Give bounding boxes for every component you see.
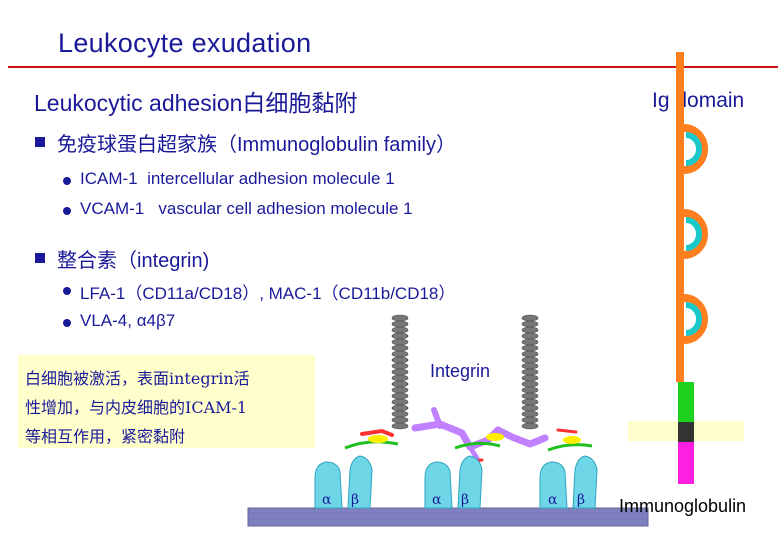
note-line: 等相互作用，紧密黏附 xyxy=(25,427,186,446)
ig-junction-segment xyxy=(678,422,694,442)
section-bullet-icon xyxy=(35,137,45,147)
immunoglobulin-label: Immunoglobulin xyxy=(619,496,747,516)
section-heading-integrin: 整合素（integrin) xyxy=(57,250,210,272)
integrin-dimer-icon xyxy=(539,455,598,509)
ig-cytoplasmic-segment xyxy=(678,442,694,484)
item-desc: vascular cell adhesion molecule 1 xyxy=(158,199,413,218)
ig-domain-loop-icon xyxy=(683,209,708,259)
item-bullet-icon xyxy=(63,319,71,327)
item-bullet-icon xyxy=(63,177,71,185)
note-text: 白细胞被激活，表面integrin活 性增加，与内皮细胞的ICAM-1 等相互作… xyxy=(25,364,250,451)
ig-transmembrane-segment xyxy=(678,382,694,422)
item-row-icam: ICAM-1 intercellular adhesion molecule 1 xyxy=(80,169,395,189)
alpha-subunit-label: α xyxy=(432,492,442,508)
helix-stalk-icon xyxy=(521,314,539,430)
helix-stalk-icon xyxy=(391,314,409,430)
item-bullet-icon xyxy=(63,207,71,215)
item-row-vla: VLA-4, α4β7 xyxy=(80,311,176,330)
integrin-dimer-icon xyxy=(424,455,483,509)
item-name: VCAM-1 xyxy=(80,199,145,218)
section-bullet-icon xyxy=(35,253,45,263)
note-line: 性增加，与内皮细胞的ICAM-1 xyxy=(25,398,248,417)
ig-domain-loop-icon xyxy=(683,124,708,174)
ligand-binding-icon xyxy=(344,407,593,464)
slide-title: Leukocyte exudation xyxy=(58,28,312,58)
ig-domain-loop-icon xyxy=(683,294,708,344)
integrin-label: Integrin xyxy=(430,361,491,381)
alpha-subunit-label: α xyxy=(322,492,332,508)
beta-subunit-label: β xyxy=(351,492,360,508)
item-row-vcam: VCAM-1 vascular cell adhesion molecule 1 xyxy=(80,199,413,219)
cell-surface-bar xyxy=(247,507,649,527)
note-line: 白细胞被激活，表面integrin活 xyxy=(25,369,250,388)
slide-subtitle: Leukocytic adhesion白细胞黏附 xyxy=(34,90,358,116)
item-bullet-icon xyxy=(63,287,71,295)
integrin-dimer-icon xyxy=(314,455,373,509)
beta-subunit-label: β xyxy=(577,492,586,508)
item-desc: intercellular adhesion molecule 1 xyxy=(147,169,395,188)
title-divider xyxy=(8,66,778,68)
item-row-lfa: LFA-1（CD11a/CD18）, MAC-1（CD11b/CD18） xyxy=(80,284,456,303)
note-box xyxy=(18,355,315,448)
ig-domain-label: Ig domain xyxy=(652,89,745,112)
beta-subunit-label: β xyxy=(461,492,470,508)
item-name: ICAM-1 xyxy=(80,169,138,188)
ig-stem xyxy=(676,52,684,382)
alpha-subunit-label: α xyxy=(548,492,558,508)
immunoglobulin-molecule-icon xyxy=(628,52,744,484)
section-heading-immunoglobulin: 免疫球蛋白超家族（Immunoglobulin family） xyxy=(57,134,456,156)
